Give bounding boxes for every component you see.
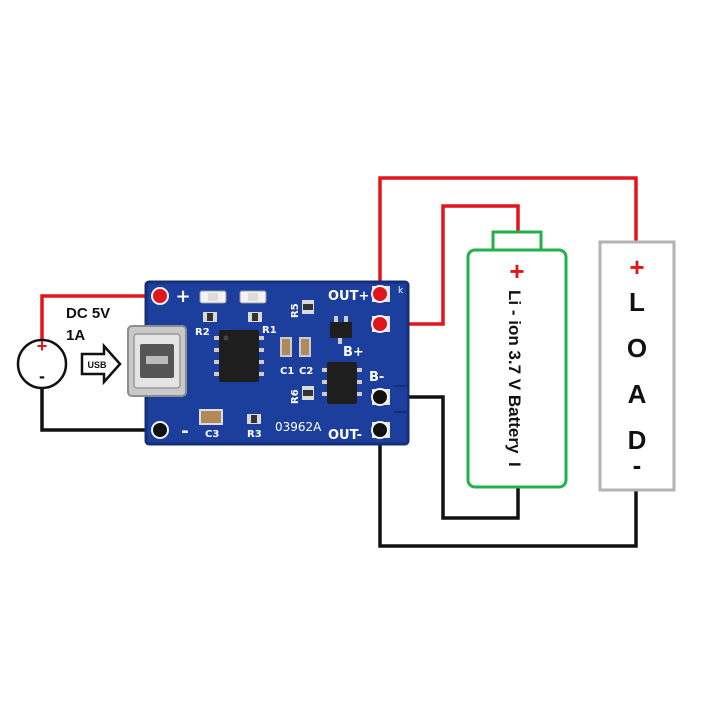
pad-battery-positive: [371, 315, 389, 333]
label-r1: R1: [262, 325, 277, 336]
board-plus-mark: +: [175, 286, 190, 307]
label-r2: R2: [195, 327, 210, 338]
label-r6: R6: [290, 389, 301, 404]
dc-source-current-label: 1A: [66, 327, 85, 344]
load-letter-d: D: [628, 425, 647, 455]
pad-input-negative: [151, 421, 169, 439]
label-c1: C1: [280, 366, 294, 377]
wires: [40, 176, 638, 548]
battery: + Li - ion 3.7 V Battery I: [466, 230, 568, 489]
dc-source-symbol: [16, 338, 68, 390]
wire-source-positive: [40, 294, 160, 346]
battery-plus: +: [509, 256, 524, 286]
micro-usb-connector: [127, 325, 187, 397]
pad-input-positive: [151, 287, 169, 305]
wire-battery-positive: [380, 204, 520, 326]
dc-source: + - DC 5V 1A USB: [16, 305, 122, 390]
label-r5: R5: [290, 303, 301, 318]
label-out-plus: OUT+: [328, 289, 369, 304]
wire-out-negative: [378, 430, 638, 548]
capacitor-c3: [199, 409, 223, 425]
label-c3: C3: [205, 429, 219, 440]
label-b-minus: B-: [369, 370, 384, 385]
dc-source-plus: +: [37, 336, 48, 356]
load-letter-o: O: [627, 333, 647, 363]
usb-arrow-icon: [80, 342, 122, 386]
battery-terminal: [491, 230, 543, 252]
board-minus-mark: -: [181, 421, 188, 442]
dc-source-minus: -: [39, 366, 45, 386]
wire-source-negative: [40, 382, 160, 432]
usb-tag: USB: [87, 360, 107, 370]
charger-board: + -: [127, 280, 410, 446]
label-b-plus: B+: [343, 345, 364, 360]
load: + L O A D -: [598, 240, 676, 492]
protection-ic: [322, 362, 362, 404]
label-c2: C2: [299, 366, 313, 377]
battery-body: [466, 248, 568, 489]
dc-source-voltage-label: DC 5V: [66, 305, 110, 322]
label-out-minus: OUT-: [328, 428, 362, 443]
capacitor-c1: [280, 337, 292, 357]
load-minus: -: [633, 450, 642, 480]
label-r3: R3: [247, 429, 262, 440]
load-letter-l: L: [629, 287, 645, 317]
capacitor-c2: [299, 337, 311, 357]
wire-out-positive: [378, 176, 638, 294]
pad-battery-negative: [371, 388, 389, 406]
battery-minus: I: [505, 462, 524, 467]
wire-battery-negative: [380, 395, 520, 520]
main-ic: [214, 330, 264, 382]
transistor: [330, 316, 352, 344]
pad-out-negative: [371, 421, 389, 439]
load-letter-a: A: [628, 379, 647, 409]
load-body: [598, 240, 676, 492]
label-k: k: [398, 286, 404, 296]
load-plus: +: [629, 252, 644, 282]
label-part-code: 03962A: [275, 420, 322, 434]
pad-out-positive: [371, 285, 389, 303]
battery-label: Li - ion 3.7 V Battery: [505, 290, 524, 454]
